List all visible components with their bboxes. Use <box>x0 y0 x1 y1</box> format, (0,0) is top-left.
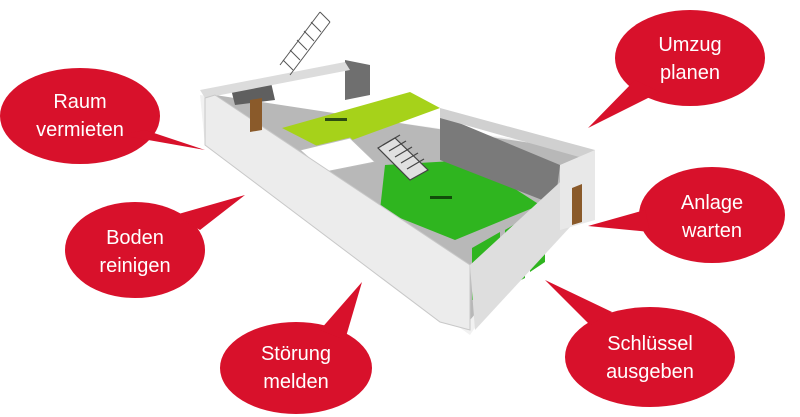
bubble-line: vermieten <box>36 119 124 141</box>
back-wall <box>200 62 350 98</box>
right-back-wall <box>440 108 595 160</box>
door-left <box>250 98 262 132</box>
floor-label-mark-2 <box>430 196 452 199</box>
bubble-text-stoerung-melden: Störung melden <box>240 340 352 396</box>
dark-wall-2 <box>345 60 370 100</box>
floor-label-mark-1 <box>325 118 347 121</box>
bubble-umzug-planen <box>588 10 765 128</box>
front-wall <box>204 94 471 331</box>
bubble-text-anlage-warten: Anlage warten <box>662 189 762 245</box>
bubble-stoerung-melden <box>220 282 372 414</box>
bubble-boden-reinigen <box>65 195 245 298</box>
dark-wall-1 <box>440 115 560 205</box>
bubble-line: melden <box>263 371 329 393</box>
staircase-middle <box>377 134 429 181</box>
bubble-text-schluessel-ausgeben: Schlüssel ausgeben <box>590 330 710 386</box>
bubble-line: Raum <box>53 91 107 113</box>
bubble-line: Störung <box>260 343 332 365</box>
bubble-raum-vermieten <box>0 68 205 164</box>
bubble-line: ausgeben <box>606 361 694 383</box>
bubble-line: Anlage <box>680 192 744 214</box>
building-model <box>200 11 595 335</box>
floor-lime-room <box>282 92 440 150</box>
bubble-text-raum-vermieten: Raum vermieten <box>20 88 140 144</box>
bubble-line: warten <box>681 220 743 242</box>
bubble-line: Umzug <box>658 34 722 56</box>
bubble-anlage-warten <box>588 167 785 263</box>
bubble-line: planen <box>659 62 721 84</box>
bubble-text-umzug-planen: Umzug planen <box>640 31 740 87</box>
bubble-line: reinigen <box>99 255 171 277</box>
bubble-schluessel-ausgeben <box>545 280 735 407</box>
bubble-line: Schlüssel <box>607 333 693 355</box>
bubble-text-boden-reinigen: Boden reinigen <box>85 224 185 280</box>
bubble-line: Boden <box>106 227 164 249</box>
door-right <box>572 184 582 225</box>
staircase-top <box>279 11 331 76</box>
